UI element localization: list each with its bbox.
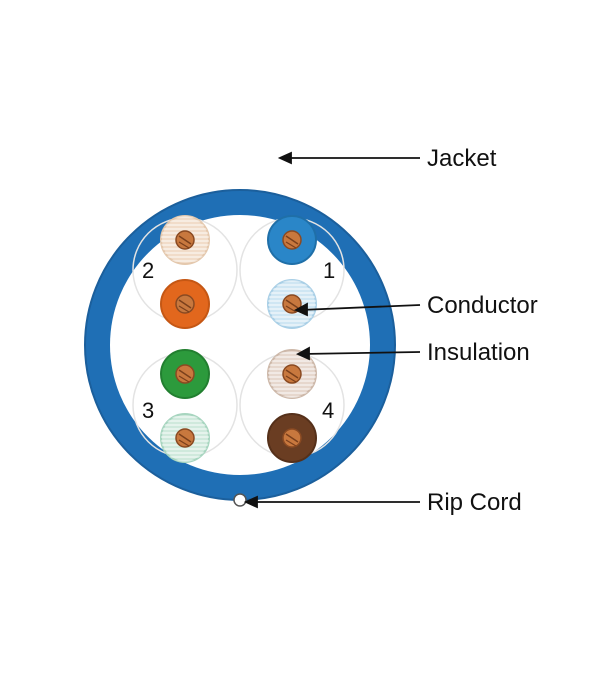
wire-green-white	[160, 413, 210, 463]
leader-lines	[243, 151, 421, 509]
insulation-arrowhead	[295, 346, 310, 361]
pair-1-number: 1	[323, 258, 335, 283]
jacket-label: Jacket	[427, 145, 497, 172]
pair-4-number: 4	[322, 398, 334, 423]
wire-blue-white	[267, 279, 317, 329]
conductor-leader	[299, 304, 421, 311]
insulation-leader	[301, 351, 421, 355]
rip-cord	[233, 493, 247, 507]
cable-interior	[110, 215, 370, 475]
conductor-label: Conductor	[427, 292, 538, 319]
wire-blue	[267, 215, 317, 265]
rip-cord-label: Rip Cord	[427, 489, 522, 516]
insulation-label: Insulation	[427, 339, 530, 366]
rip-cord-arrowhead	[243, 495, 258, 509]
pair-2-number: 2	[142, 258, 154, 283]
wire-orange	[160, 279, 210, 329]
wire-green	[160, 349, 210, 399]
pair-2	[160, 215, 210, 329]
jacket-arrowhead	[277, 151, 292, 165]
conductor-arrowhead	[293, 302, 308, 317]
wire-brown-white	[267, 349, 317, 399]
pair-3-number: 3	[142, 398, 154, 423]
pair-3	[160, 349, 210, 463]
wire-orange-white	[160, 215, 210, 265]
wire-brown	[267, 413, 317, 463]
pair-1	[267, 215, 317, 329]
pair-4	[267, 349, 317, 463]
